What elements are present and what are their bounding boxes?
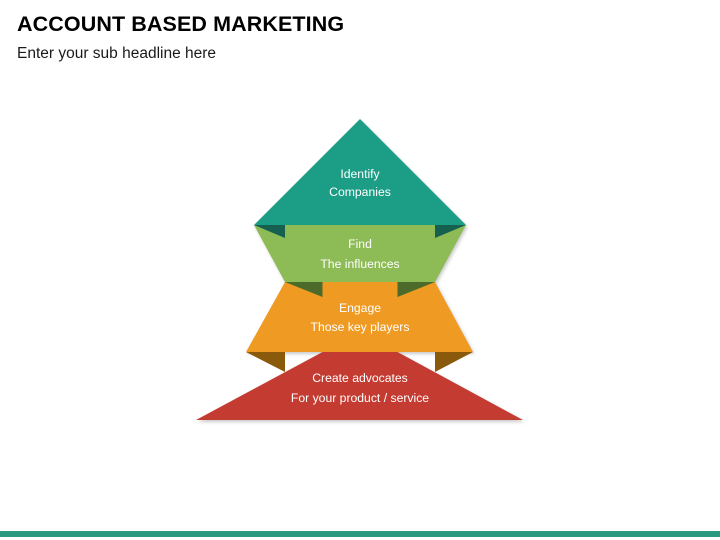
page-title: ACCOUNT BASED MARKETING — [17, 12, 345, 36]
tier-shadow-notch-teal-left — [254, 225, 285, 238]
tier-shadow-notch-orange-right — [435, 352, 473, 372]
slide-header: ACCOUNT BASED MARKETING Enter your sub h… — [17, 12, 697, 63]
tier-shadow-notch-orange-left — [246, 352, 285, 372]
tier-create-advocates-line2: For your product / service — [291, 391, 429, 405]
pyramid-tier-engage-label: Engage Those key players — [311, 301, 410, 334]
pyramid-tier-identify-label: Identify Companies — [329, 167, 391, 199]
tier-engage-line2: Those key players — [311, 320, 410, 334]
tier-shadow-notch-teal-right — [435, 225, 466, 238]
tier-create-advocates-line1: Create advocates — [312, 371, 408, 385]
pyramid-tier-engage-shape[interactable] — [246, 282, 473, 352]
tier-shadow-notch-green-left — [285, 282, 323, 297]
tier-identify-line2: Companies — [329, 185, 391, 199]
pyramid-tier-create-advocates-shape[interactable] — [196, 352, 523, 420]
tier-shadow-notch-green-right — [397, 282, 435, 297]
tier-engage-line1: Engage — [339, 301, 381, 315]
pyramid-tier-find-shape[interactable] — [254, 225, 466, 282]
tier-identify-line1: Identify — [340, 167, 380, 181]
footer-accent-bar — [0, 531, 720, 537]
tier-find-line2: The influences — [320, 257, 399, 271]
tier-find-line1: Find — [348, 237, 372, 251]
pyramid-tier-create-advocates-label: Create advocates For your product / serv… — [291, 371, 429, 405]
pyramid-tier-identify-shape[interactable] — [254, 119, 466, 225]
page-subtitle: Enter your sub headline here — [17, 44, 217, 62]
pyramid-tier-find-label: Find The influences — [320, 237, 399, 271]
